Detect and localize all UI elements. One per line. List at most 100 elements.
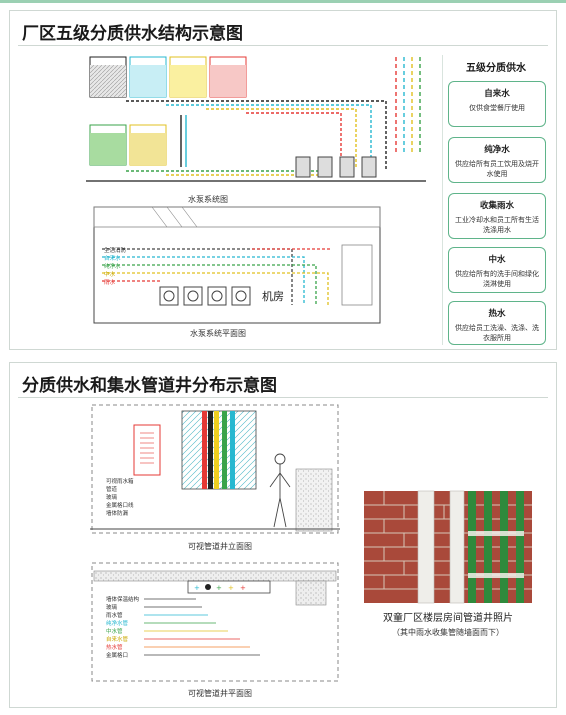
plan-label-6: 自来水管	[106, 637, 129, 643]
five-level-supply-sidebar: 五级分质供水 自来水 仅供食堂餐厅使用 纯净水 供应给所有员工饮用及烧开水使用 …	[442, 55, 548, 345]
wall-section	[295, 468, 333, 532]
pump-2	[317, 156, 333, 178]
pump-system-plan-diagram	[93, 206, 381, 324]
pipe-shaft-distribution-panel: 分质供水和集水管道井分布示意图	[9, 362, 557, 708]
plan-pump-3	[207, 286, 227, 306]
machine-room-label: 机房	[262, 290, 284, 303]
plan-label-4: 中水	[104, 272, 116, 278]
pipe-green	[222, 411, 227, 489]
plan-caption: 可视管道井平面图	[188, 689, 252, 698]
pump-1	[295, 156, 311, 178]
corridor	[93, 206, 381, 228]
photo-pipe-white-1	[417, 490, 435, 604]
human-figure	[269, 453, 291, 528]
card-desc: 供应给所有的洗手间和绿化浇淋使用	[455, 270, 539, 288]
divider	[18, 45, 548, 46]
tank-rain-water-fill	[170, 65, 206, 97]
card-title: 中水	[488, 255, 506, 265]
plan-pipe-pure	[102, 256, 305, 305]
plan-pipe-green	[102, 264, 317, 305]
elev-label-1: 可视雨水箱	[106, 479, 134, 485]
plan-label-8: 金属格口	[106, 653, 129, 659]
card-title: 自来水	[484, 89, 510, 99]
svg-text:+: +	[240, 584, 246, 592]
plan-column	[295, 580, 327, 606]
pipe-red	[202, 411, 207, 489]
card-pure-water: 纯净水 供应给所有员工饮用及烧开水使用	[448, 137, 546, 183]
photo-caption-title: 双童厂区楼层房间管道井照片	[383, 613, 513, 624]
tank-collected-rain-fill	[130, 133, 166, 165]
card-title: 热水	[488, 309, 506, 319]
photo-pipe-white-2	[449, 490, 465, 604]
elevation-caption: 可视管道井立面图	[188, 542, 252, 551]
plan-label-2: 自来水	[104, 256, 121, 262]
card-hot-water: 热水 供应给员工洗澡、洗涤、洗衣服所用	[448, 301, 546, 345]
photo-pipe-green-1	[468, 491, 476, 603]
divider	[18, 397, 548, 398]
plan-label-1: 墙体保温结构	[106, 597, 140, 603]
plan-pump-2	[183, 286, 203, 306]
plan-label-5: 雨水	[104, 280, 116, 286]
photo-caption: 双童厂区楼层房间管道井照片 （其中雨水收集管随墙面而下）	[358, 609, 538, 638]
plan-shaft	[187, 580, 271, 594]
plan-label-4: 纯净水管	[106, 621, 129, 627]
water-tank-group-top	[89, 56, 247, 98]
plan-label-3: 雨水管	[106, 613, 123, 619]
rain-water-pipe	[206, 108, 357, 169]
card-title: 纯净水	[484, 145, 510, 155]
elev-label-2: 管道	[106, 487, 118, 493]
plan-wall	[93, 570, 337, 582]
photo-pipe-green-3	[500, 491, 508, 603]
tank-pure-water-fill	[130, 65, 166, 97]
card-desc: 仅供食堂餐厅使用	[469, 104, 525, 112]
plan-caption: 水泵系统平面图	[190, 329, 246, 338]
pump-3	[339, 156, 355, 178]
plan-label-1: 生活消防	[104, 248, 127, 254]
tank-tap-water-fill	[90, 65, 126, 97]
plan-label-7: 热水管	[106, 645, 123, 651]
card-rain-water: 收集雨水 工业冷却水和员工所有生活洗涤用水	[448, 193, 546, 239]
elev-label-3: 玻璃	[106, 495, 118, 501]
pure-water-pipe	[166, 104, 372, 169]
pipe-network	[126, 57, 421, 176]
hot-water-pipe	[246, 112, 342, 169]
top-accent-line	[0, 0, 566, 3]
card-desc: 供应给员工洗澡、洗涤、洗衣服所用	[455, 324, 539, 342]
pipe-shaft-elevation-diagram	[90, 404, 340, 534]
plan-pipes	[102, 248, 332, 305]
card-tap-water: 自来水 仅供食堂餐厅使用	[448, 81, 546, 127]
rain-box	[133, 424, 161, 476]
plan-label-2: 玻璃	[106, 605, 118, 611]
photo-pipe-green-2	[484, 491, 492, 603]
elev-label-5: 墙体防漏	[106, 511, 129, 517]
card-desc: 工业冷却水和员工所有生活洗涤用水	[455, 216, 539, 234]
tank-hot-water-fill	[210, 65, 246, 97]
card-desc: 供应给所有员工饮用及烧开水使用	[455, 160, 539, 178]
tank-grey-water-fill	[90, 133, 126, 165]
plan-leader-lines	[144, 598, 260, 656]
photo-pipe-green-4	[516, 491, 524, 603]
plan-pipe-black	[205, 584, 211, 590]
svg-text:+: +	[228, 584, 234, 592]
pump-row	[295, 156, 377, 178]
panel-title: 厂区五级分质供水结构示意图	[22, 24, 243, 44]
tap-water-pipe	[126, 100, 387, 169]
photo-pipe-clips	[468, 531, 524, 536]
pipe-cyan	[230, 411, 235, 489]
panel-title: 分质供水和集水管道井分布示意图	[22, 376, 277, 396]
plan-pump-4	[231, 286, 251, 306]
svg-text:+: +	[194, 584, 200, 592]
pipe-shaft-photo	[364, 490, 532, 604]
photo-caption-subtitle: （其中雨水收集管随墙面而下）	[392, 628, 504, 637]
pipe-yellow	[214, 411, 219, 489]
card-grey-water: 中水 供应给所有的洗手间和绿化浇淋使用	[448, 247, 546, 293]
plan-pumps	[159, 286, 251, 306]
elev-label-4: 金属格口线	[106, 503, 134, 509]
card-title: 收集雨水	[479, 201, 514, 211]
pipe-black	[208, 411, 213, 489]
plan-pump-1	[159, 286, 179, 306]
plan-pipe-yellow	[102, 272, 329, 305]
pump-4	[361, 156, 377, 178]
pump-system-elevation-diagram	[86, 56, 426, 182]
elevation-caption: 水泵系统图	[188, 195, 228, 204]
